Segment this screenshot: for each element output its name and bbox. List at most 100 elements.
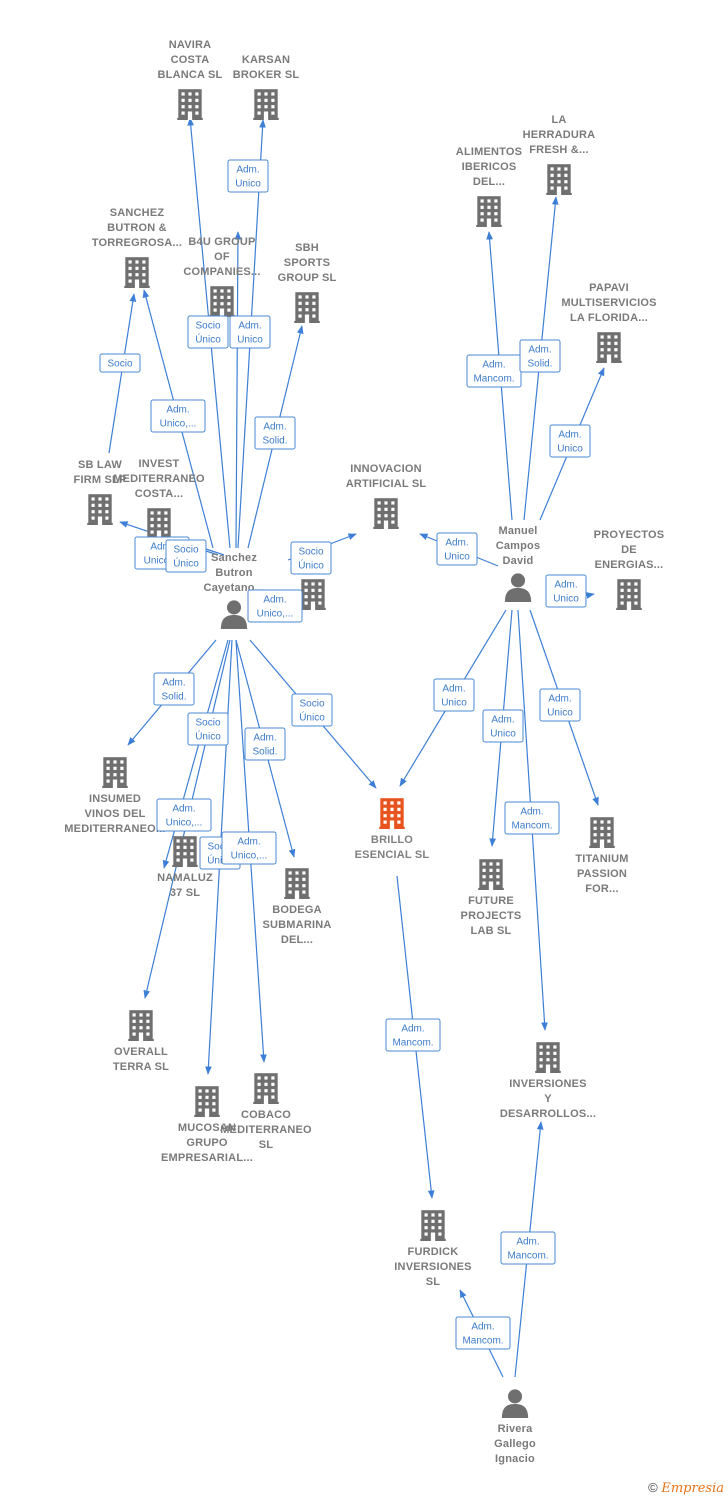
edge-label-manuel-to-innovacion[interactable]: Adm.Unico [436, 532, 478, 566]
building-icon[interactable] [253, 89, 279, 120]
edge-label-sanchez-person-to-overall[interactable]: Adm.Unico,... [156, 798, 212, 832]
edge-label-brillo-to-furdick[interactable]: Adm.Mancom. [385, 1018, 441, 1052]
building-icon[interactable] [172, 836, 198, 867]
building-icon[interactable] [373, 498, 399, 529]
edge-label-manuel-to-alimentos[interactable]: Adm.Mancom. [466, 354, 522, 388]
edge-label-box[interactable] [455, 1316, 511, 1350]
edge-label-box[interactable] [187, 315, 229, 349]
edge-label-sanchez-person-to-bodega[interactable]: Adm.Solid. [244, 727, 286, 761]
edge-label-manuel-to-la-herradura[interactable]: Adm.Solid. [519, 339, 561, 373]
edge-label-box[interactable] [99, 353, 141, 373]
building-icon[interactable] [177, 89, 203, 120]
company-p-hidden[interactable] [300, 579, 326, 610]
building-icon[interactable] [128, 1010, 154, 1041]
edge-label-box[interactable] [433, 678, 475, 712]
edge-label-sanchez-person-to-insumed[interactable]: Adm.Solid. [153, 672, 195, 706]
company-proyectos[interactable]: PROYECTOSDEENERGIAS... [594, 529, 665, 610]
edge-label-box[interactable] [227, 159, 269, 193]
edge-label-sanchez-person-to-karsan[interactable]: Adm.Unico [227, 159, 269, 193]
edge-label-box[interactable] [165, 539, 207, 573]
building-icon[interactable] [478, 859, 504, 890]
building-icon[interactable] [284, 868, 310, 899]
building-icon[interactable] [87, 494, 113, 525]
edge-label-sanchez-person-to-sanchez-butron[interactable]: Adm.Unico,... [150, 399, 206, 433]
person-icon[interactable] [501, 1389, 529, 1418]
building-icon[interactable] [616, 579, 642, 610]
edge-label-box[interactable] [229, 315, 271, 349]
building-icon[interactable] [253, 1073, 279, 1104]
company-titanium[interactable]: TITANIUMPASSIONFOR... [575, 817, 628, 895]
edge-label-box[interactable] [221, 831, 277, 865]
building-icon[interactable] [209, 286, 235, 317]
building-icon[interactable] [294, 292, 320, 323]
edge-label-box[interactable] [385, 1018, 441, 1052]
edge-label-box[interactable] [504, 801, 560, 835]
building-icon[interactable] [379, 798, 405, 829]
edge-label-rivera-to-inversiones[interactable]: Adm.Mancom. [500, 1231, 556, 1265]
edge-label-manuel-to-future[interactable]: Adm.Unico [482, 709, 524, 743]
building-icon[interactable] [146, 508, 172, 539]
edge-label-box[interactable] [539, 688, 581, 722]
edge-label-sb-law-to-sanchez-butron[interactable]: Socio [99, 353, 141, 373]
edge-label-manuel-to-papavi[interactable]: Adm.Unico [549, 424, 591, 458]
building-icon[interactable] [194, 1086, 220, 1117]
company-inversiones[interactable]: INVERSIONESYDESARROLLOS... [500, 1042, 596, 1120]
building-icon[interactable] [535, 1042, 561, 1073]
building-icon[interactable] [476, 196, 502, 227]
edge-label-manuel-to-proyectos[interactable]: Adm.Unico [545, 574, 587, 608]
building-icon[interactable] [546, 164, 572, 195]
building-icon[interactable] [589, 817, 615, 848]
edge-label-box[interactable] [156, 798, 212, 832]
edge-label-box[interactable] [549, 424, 591, 458]
edge-label-box[interactable] [545, 574, 587, 608]
edge-label-box[interactable] [247, 589, 303, 623]
company-alimentos[interactable]: ALIMENTOSIBERICOSDEL... [456, 146, 522, 227]
edge-label-manuel-to-inversiones[interactable]: Adm.Mancom. [504, 801, 560, 835]
edge-label-sanchez-person-to-cobaco[interactable]: Adm.Unico,... [221, 831, 277, 865]
edge-label-box[interactable] [436, 532, 478, 566]
company-mucosan[interactable]: MUCOSANGRUPOEMPRESARIAL... [161, 1086, 253, 1164]
edge-label-box[interactable] [153, 672, 195, 706]
person-icon[interactable] [504, 573, 532, 602]
person-icon[interactable] [220, 600, 248, 629]
company-bodega[interactable]: BODEGASUBMARINADEL... [262, 868, 331, 946]
edge-label-box[interactable] [290, 541, 332, 575]
edge-label-sanchez-person-to-p-hidden[interactable]: Adm.Unico,... [247, 589, 303, 623]
edge-label-box[interactable] [519, 339, 561, 373]
edge-label-box[interactable] [291, 693, 333, 727]
edge-label-manuel-to-titanium[interactable]: Adm.Unico [539, 688, 581, 722]
building-icon[interactable] [102, 757, 128, 788]
company-invest[interactable]: INVESTMEDITERRANEOCOSTA... [113, 458, 205, 539]
company-b4u[interactable]: B4U GROUPOFCOMPANIES... [183, 236, 260, 317]
edge-label-manuel-to-brillo[interactable]: Adm.Unico [433, 678, 475, 712]
edge-label-sanchez-person-to-sbh[interactable]: Adm.Solid. [254, 416, 296, 450]
building-icon[interactable] [300, 579, 326, 610]
edge-label-box[interactable] [150, 399, 206, 433]
brand-logo[interactable]: Empresia [661, 1481, 724, 1496]
building-icon[interactable] [596, 332, 622, 363]
edge-label-box[interactable] [244, 727, 286, 761]
edge-label-box[interactable] [482, 709, 524, 743]
